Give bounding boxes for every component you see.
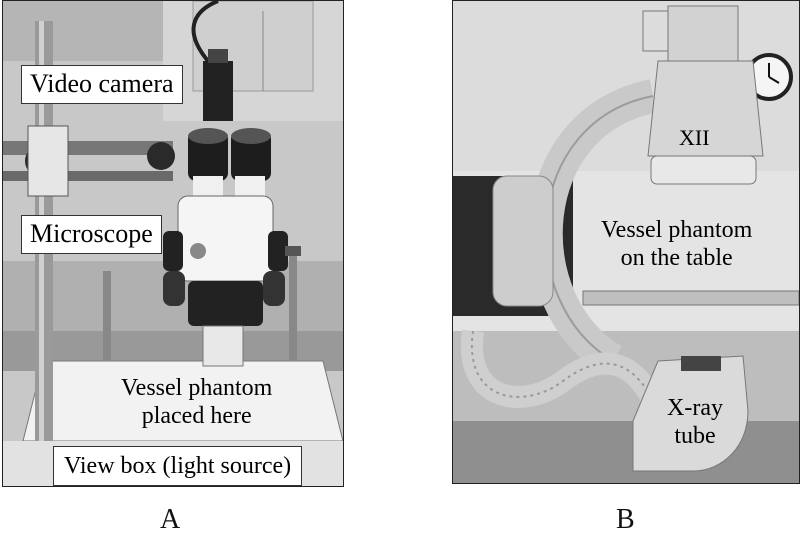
panel-b-caption: B — [616, 504, 635, 535]
view-box-label: View box (light source) — [53, 446, 303, 486]
xray-tube-line-1: X-ray — [667, 395, 723, 421]
xray-tube-line-2: tube — [674, 422, 716, 449]
xray-tube-label: X-ray tube — [667, 395, 723, 450]
vessel-phantom-line-2: placed here — [141, 402, 252, 429]
photo-c-arm-xray: XII Vessel phantom on the table X-ray tu… — [452, 0, 800, 484]
vessel-phantom-line-1: Vessel phantom — [121, 375, 273, 401]
vessel-phantom-placed-label: Vessel phantom placed here — [121, 375, 272, 430]
xii-label: XII — [679, 125, 710, 150]
c-arm-xray-illustration — [453, 1, 799, 483]
video-camera-label: Video camera — [21, 65, 183, 104]
photo-microscope-setup: Video camera Microscope Vessel phantom p… — [2, 0, 344, 487]
microscope-label: Microscope — [21, 215, 162, 254]
vessel-phantom-table-line-2: on the table — [620, 244, 733, 271]
vessel-phantom-table-line-1: Vessel phantom — [601, 217, 753, 243]
panel-a-caption: A — [160, 504, 181, 535]
vessel-phantom-table-label: Vessel phantom on the table — [601, 217, 752, 272]
